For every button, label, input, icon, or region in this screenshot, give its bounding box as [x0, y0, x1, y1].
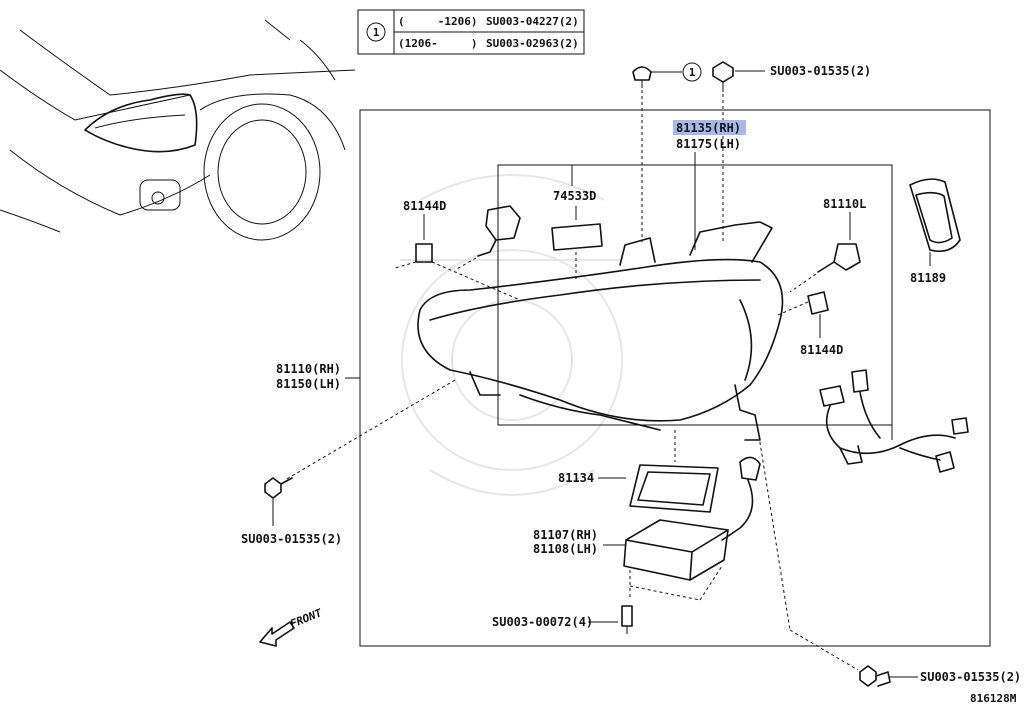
legend-symbol: 1: [373, 26, 380, 39]
label-81134: 81134: [558, 471, 594, 485]
bulb-cap-81189: [909, 178, 961, 253]
socket-bulb-right: [789, 243, 861, 293]
legend-row-2-range: (1206- ): [398, 37, 477, 50]
legend-row-1-part: SU003-04227(2): [486, 15, 579, 28]
gasket-81134: [629, 464, 719, 513]
ballast-lh-label: 81108(LH): [533, 542, 598, 556]
bottom-right-screw: [859, 665, 891, 687]
car-front-illustration: [0, 19, 356, 241]
wire-harness: [819, 369, 969, 473]
left-screw-label: SU003-01535(2): [241, 532, 342, 546]
bottom-right-screw-label: SU003-01535(2): [920, 670, 1021, 684]
front-label: FRONT: [288, 606, 324, 631]
legend-row-1-range: ( -1206): [398, 15, 477, 28]
housing-lh-label: 81150(LH): [276, 377, 341, 391]
top-screw: SU003-01535(2): [712, 61, 871, 242]
legend-symbol-circle: [366, 22, 386, 42]
label-81144d-left: 81144D: [403, 199, 446, 213]
label-81189: 81189: [910, 271, 946, 285]
bottom-screw-label: SU003-00072(4): [492, 615, 593, 629]
top-clip: 1: [632, 62, 702, 242]
ballast-rh-label: 81107(RH): [533, 528, 598, 542]
label-sticker-74533d: [551, 223, 603, 251]
label-81110l: 81110L: [823, 197, 866, 211]
watermark: [400, 174, 623, 496]
label-81144d-right: 81144D: [800, 343, 843, 357]
front-arrow: FRONT: [259, 606, 324, 647]
bulb-left: [454, 165, 521, 271]
ballast-unit: [623, 456, 761, 581]
diagram-code: 816128M: [970, 692, 1017, 705]
highlight-box: [673, 120, 746, 135]
grommet-right: [807, 291, 829, 315]
housing-rh-label: 81110(RH): [276, 362, 341, 376]
lamp-lh-label: 81175(LH): [676, 137, 741, 151]
bottom-screw: [621, 605, 633, 634]
left-screw: [264, 477, 293, 526]
label-74533d: 74533D: [553, 189, 596, 203]
marker-1: 1: [689, 66, 696, 79]
top-screw-label: SU003-01535(2): [770, 64, 871, 78]
lamp-rh-label: 81135(RH): [676, 121, 741, 135]
legend-table: 1 ( -1206) SU003-04227(2) (1206- ) SU003…: [357, 9, 585, 55]
headlamp-housing: [417, 221, 784, 441]
legend-row-2-part: SU003-02963(2): [486, 37, 579, 50]
